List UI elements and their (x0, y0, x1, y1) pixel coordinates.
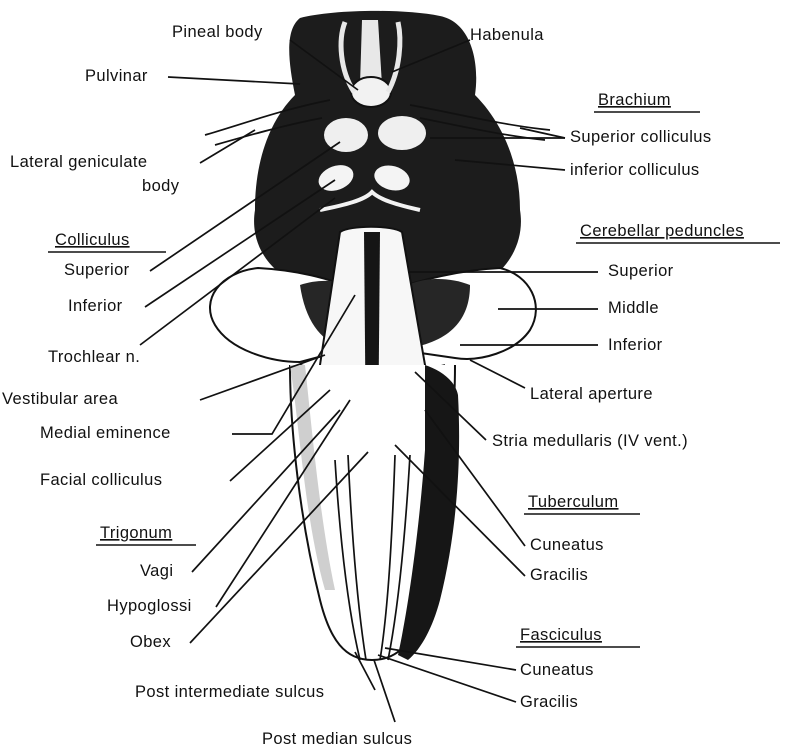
label-cuneatus-fasciculus: Cuneatus (520, 661, 594, 679)
label-inferior-colliculus-right: inferior colliculus (570, 161, 700, 179)
superior-colliculus-right (378, 116, 426, 150)
label-lateral-aperture: Lateral aperture (530, 385, 653, 403)
label-colliculus-heading: Colliculus (55, 231, 130, 249)
leader-lateral-aperture (470, 360, 525, 388)
label-hypoglossi: Hypoglossi (107, 597, 192, 615)
label-cerebellar-peduncles-heading: Cerebellar peduncles (580, 222, 744, 240)
label-stria-medullaris: Stria medullaris (IV vent.) (492, 432, 688, 450)
pineal-body-shape (351, 77, 391, 107)
leader-pulvinar (168, 77, 300, 84)
label-superior-colliculus-right: Superior colliculus (570, 128, 712, 146)
label-tuberculum-heading: Tuberculum (528, 493, 619, 511)
label-trigonum-heading: Trigonum (100, 524, 172, 542)
label-trochlear: Trochlear n. (48, 348, 140, 366)
label-gracilis-tuberculum: Gracilis (530, 566, 588, 584)
label-medial-eminence: Medial eminence (40, 424, 171, 442)
label-habenula: Habenula (470, 26, 544, 44)
label-brachium: Brachium (598, 91, 671, 109)
label-pulvinar: Pulvinar (85, 67, 148, 85)
label-vestibular-area: Vestibular area (2, 390, 118, 408)
label-inferior-right: Inferior (608, 336, 663, 354)
label-lateral-geniculate-line2: body (142, 177, 180, 195)
leader-lateral-geniculate (200, 130, 255, 163)
label-post-intermediate-sulcus: Post intermediate sulcus (135, 683, 324, 701)
superior-colliculus-left (324, 118, 368, 152)
label-cuneatus-tuberculum: Cuneatus (530, 536, 604, 554)
brainstem-illustration (205, 11, 550, 660)
label-middle-right: Middle (608, 299, 659, 317)
leader-cuneatus-fasciculus (385, 648, 516, 670)
label-superior-left: Superior (64, 261, 130, 279)
label-fasciculus-heading: Fasciculus (520, 626, 602, 644)
leader-gracilis-fasciculus (378, 655, 516, 702)
label-gracilis-fasciculus: Gracilis (520, 693, 578, 711)
leader-post-median-sulcus (374, 660, 395, 722)
label-post-median-sulcus: Post median sulcus (262, 730, 412, 748)
label-obex: Obex (130, 633, 171, 651)
label-pineal-body: Pineal body (172, 23, 263, 41)
label-vagi: Vagi (140, 562, 173, 580)
label-superior-right: Superior (608, 262, 674, 280)
label-inferior-left: Inferior (68, 297, 123, 315)
label-lateral-geniculate-line1: Lateral geniculate (10, 153, 147, 171)
label-facial-colliculus: Facial colliculus (40, 471, 162, 489)
